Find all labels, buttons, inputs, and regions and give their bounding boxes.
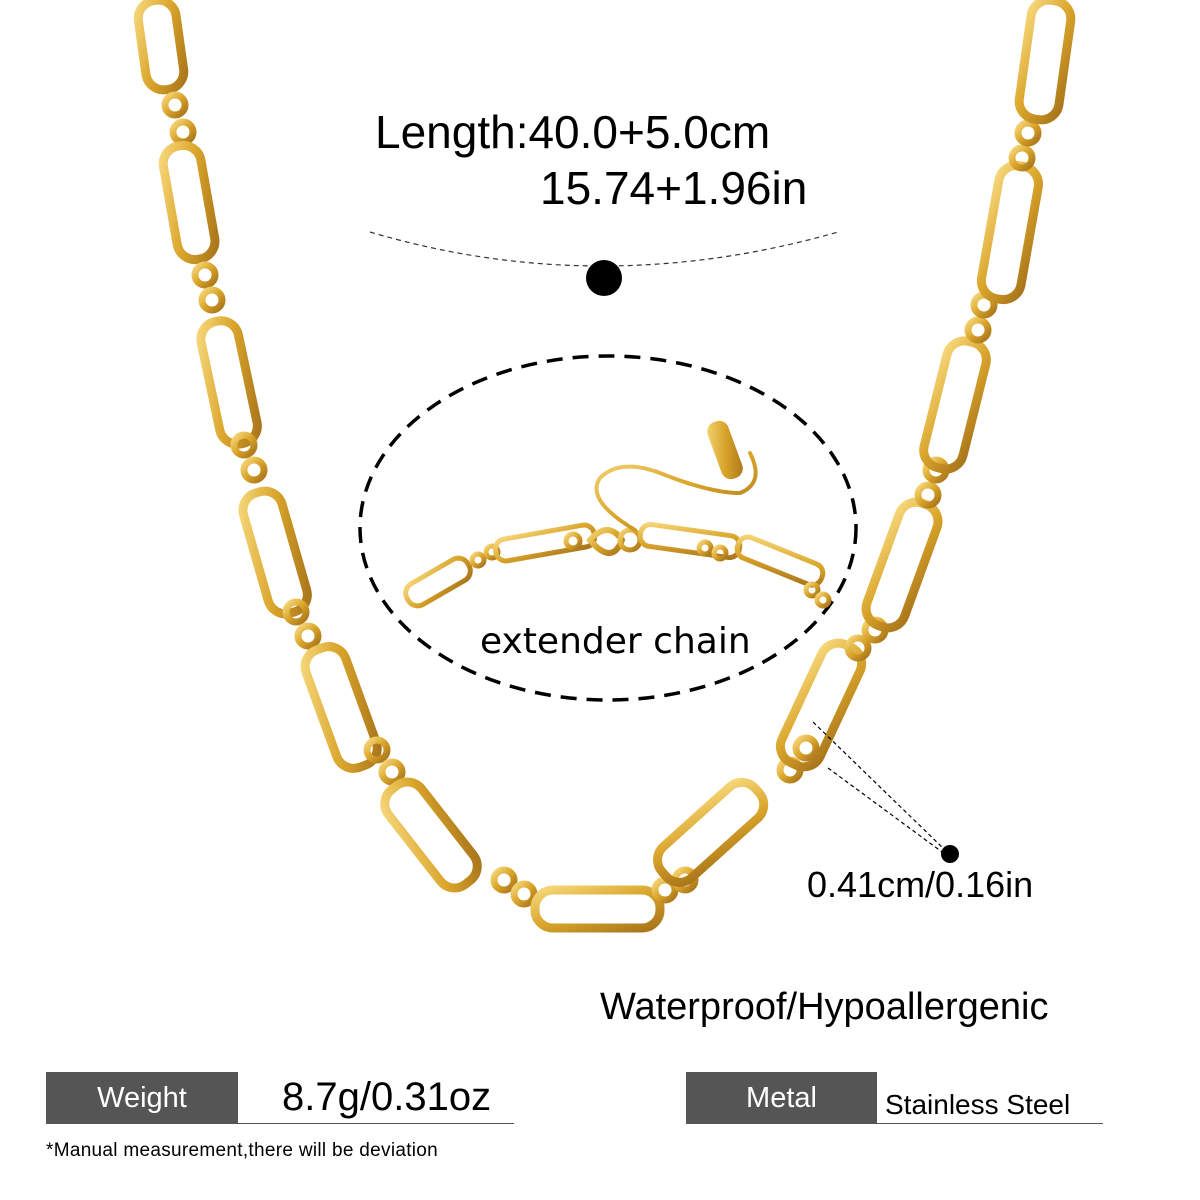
length-marker-dot <box>586 260 622 296</box>
extender-chain-detail <box>403 420 832 609</box>
measurement-footnote: *Manual measurement,there will be deviat… <box>46 1140 439 1161</box>
weight-spec: Weight 8.7g/0.31oz <box>46 1072 514 1124</box>
width-marker-dot <box>941 845 959 863</box>
width-callout-line-1 <box>812 721 946 851</box>
link-width-label: 0.41cm/0.16in <box>807 864 1034 905</box>
metal-spec: Metal Stainless Steel <box>686 1072 1103 1124</box>
metal-spec-value: Stainless Steel <box>877 1072 1103 1124</box>
extender-chain-label: extender chain <box>480 621 751 662</box>
chain-left-strand <box>133 0 699 933</box>
metal-spec-label: Metal <box>686 1072 877 1124</box>
weight-spec-value: 8.7g/0.31oz <box>238 1072 514 1124</box>
features-label: Waterproof/Hypoallergenic <box>600 986 1049 1028</box>
chain-right-strand <box>653 0 1076 887</box>
width-callout-line-2 <box>827 767 943 853</box>
length-cm-label: Length:40.0+5.0cm <box>375 106 771 158</box>
extender-callout-ellipse <box>358 354 858 702</box>
length-in-label: 15.74+1.96in <box>540 162 808 214</box>
weight-spec-label: Weight <box>46 1072 238 1124</box>
